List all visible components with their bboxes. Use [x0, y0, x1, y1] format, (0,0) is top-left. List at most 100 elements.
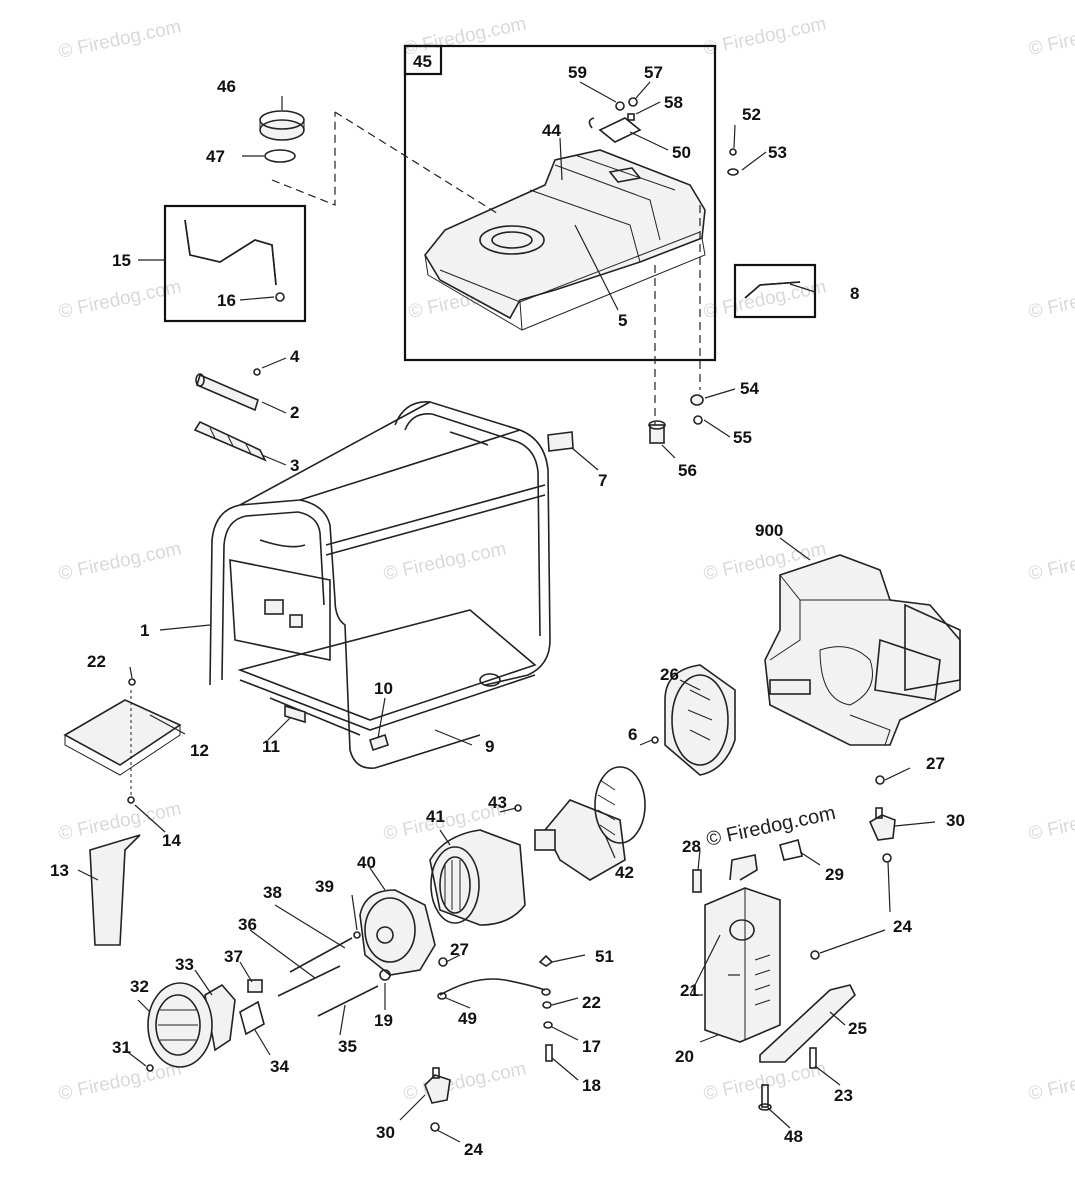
fuel-tank-assembly-box [403, 44, 717, 362]
callout-39: 39 [315, 877, 334, 896]
vent-hose [744, 281, 801, 299]
watermark-text: © Firedog.com [1027, 1058, 1075, 1105]
callout-27: 27 [926, 754, 945, 773]
callout-56: 56 [678, 461, 697, 480]
fuel-gauge-parts [588, 97, 642, 143]
callout-50: 50 [672, 143, 691, 162]
fan-housing-26 [664, 664, 736, 776]
callout-12: 12 [190, 741, 209, 760]
washer-39 [353, 931, 361, 939]
callout-10: 10 [374, 679, 393, 698]
callout-47: 47 [206, 147, 225, 166]
callout-45-frame [403, 44, 443, 76]
callout-17: 17 [582, 1037, 601, 1056]
bolt-23 [809, 1047, 817, 1069]
alignment-dash-line [271, 112, 336, 206]
callout-900: 900 [755, 521, 783, 540]
watermark-center-text: © Firedog.com [704, 802, 837, 851]
callout-52: 52 [742, 105, 761, 124]
callout-37: 37 [224, 947, 243, 966]
callout-23: 23 [834, 1086, 853, 1105]
washer-53 [727, 168, 739, 176]
callout-53: 53 [768, 143, 787, 162]
callout-31: 31 [112, 1038, 131, 1057]
fuel-cap [259, 110, 305, 163]
fuel-tank [424, 149, 706, 331]
vent-hose-box [733, 263, 817, 319]
handle-grip [193, 368, 267, 462]
callout-11: 11 [262, 737, 280, 756]
callout-13: 13 [50, 861, 69, 880]
callout-27: 27 [450, 940, 469, 959]
callout-34: 34 [270, 1057, 289, 1076]
rotor-42 [534, 766, 646, 881]
wire-49 [439, 978, 546, 996]
callout-19: 19 [374, 1011, 393, 1030]
leader-lines [77, 81, 936, 1143]
vibration-mount-30 [424, 1067, 451, 1104]
callout-38: 38 [263, 883, 282, 902]
plate-12 [63, 678, 182, 804]
screw-52 [729, 148, 737, 156]
fuel-line-box [163, 204, 307, 323]
callout-46: 46 [217, 77, 236, 96]
through-bolt-36 [277, 965, 341, 997]
through-bolt-35 [317, 985, 379, 1017]
brush-34 [239, 1000, 265, 1036]
callout-33: 33 [175, 955, 194, 974]
alignment-dash-line [334, 111, 501, 216]
callout-30: 30 [946, 811, 965, 830]
nut-55 [693, 415, 703, 425]
clamp-16 [275, 292, 285, 302]
callout-41: 41 [426, 807, 445, 826]
callout-21: 21 [680, 981, 699, 1000]
watermark-text: © Firedog.com [57, 16, 184, 63]
callout-22: 22 [582, 993, 601, 1012]
watermark-text: © Firedog.com [1027, 13, 1075, 60]
generator-frame [209, 401, 551, 769]
nut-27 [875, 775, 885, 785]
callout-49: 49 [458, 1009, 477, 1028]
watermark-text: © Firedog.com [1027, 538, 1075, 585]
bolt-48 [761, 1084, 769, 1108]
watermark-text: © Firedog.com [402, 1058, 529, 1105]
washer-22 [542, 1001, 552, 1009]
washer-17 [543, 1021, 553, 1029]
callout-7: 7 [598, 471, 607, 490]
callout-24: 24 [893, 917, 912, 936]
callout-55: 55 [733, 428, 752, 447]
grommet-19 [379, 969, 391, 981]
callout-14: 14 [162, 831, 181, 850]
callout-40: 40 [357, 853, 376, 872]
callout-45: 45 [413, 52, 432, 71]
nut-24 [882, 853, 892, 863]
watermark-text: © Firedog.com [702, 13, 829, 60]
callout-36: 36 [238, 915, 257, 934]
callout-54: 54 [740, 379, 759, 398]
watermark-text: © Firedog.com [57, 1058, 184, 1105]
fuel-valve-56 [648, 420, 666, 444]
screw-18 [545, 1044, 553, 1062]
rear-cover-32 [147, 982, 213, 1068]
callout-48: 48 [784, 1127, 803, 1146]
bracket-25 [759, 984, 856, 1063]
callout-26: 26 [660, 665, 679, 684]
callout-35: 35 [338, 1037, 357, 1056]
callout-24: 24 [464, 1140, 483, 1159]
callout-25: 25 [848, 1019, 867, 1038]
watermark-text: © Firedog.com [1027, 798, 1075, 845]
label-7 [547, 431, 574, 452]
cover-33 [204, 983, 236, 1052]
nut-24 [810, 950, 820, 960]
gasket-29 [779, 839, 803, 861]
callout-42: 42 [615, 863, 634, 882]
screw-6 [651, 736, 659, 744]
callout-29: 29 [825, 865, 844, 884]
fuel-line [184, 219, 277, 286]
screw-31 [146, 1064, 154, 1072]
grommet-54 [690, 394, 704, 406]
rear-bearing-carrier-40 [359, 889, 436, 976]
callout-20: 20 [675, 1047, 694, 1066]
callout-15: 15 [112, 251, 131, 270]
muffler-20 [704, 854, 781, 1043]
